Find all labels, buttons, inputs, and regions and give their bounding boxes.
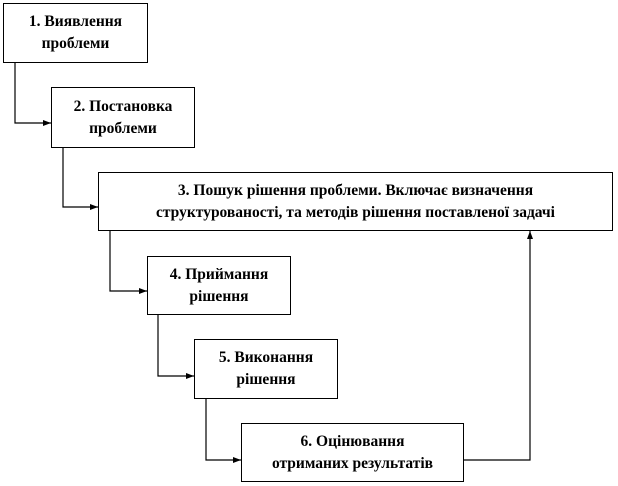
step-4-box: 4. Приймання рішення: [147, 256, 291, 315]
step-3-line1: 3. Пошук рішення проблеми. Включає визна…: [177, 181, 534, 199]
arrow-5-to-6: [205, 398, 241, 463]
arrow-6-to-3-feedback: [463, 231, 533, 461]
step-6-line2: отриманих результатів: [271, 454, 434, 472]
step-6-box: 6. Оцінювання отриманих результатів: [241, 423, 464, 482]
arrow-2-to-3: [62, 147, 98, 210]
arrow-3-to-4: [109, 230, 147, 294]
arrow-1-to-2: [14, 62, 51, 126]
step-4-line2: рішення: [189, 287, 249, 305]
step-4-line1: 4. Приймання: [169, 265, 269, 283]
step-5-box: 5. Виконання рішення: [194, 339, 338, 399]
step-2-box: 2. Постановка проблеми: [51, 87, 195, 148]
step-5-line1: 5. Виконання: [218, 349, 314, 366]
step-2-line1: 2. Постановка: [73, 97, 173, 115]
step-1-box: 1. Виявлення проблеми: [3, 3, 148, 63]
step-1-line2: проблеми: [41, 35, 110, 52]
step-3-box: 3. Пошук рішення проблеми. Включає визна…: [98, 172, 613, 231]
step-5-line2: рішення: [236, 371, 296, 388]
step-3-line2: структурованості, та методів рішення пос…: [156, 203, 555, 221]
step-2-line2: проблеми: [89, 119, 157, 137]
step-6-line1: 6. Оцінювання: [300, 432, 405, 450]
arrow-4-to-5: [157, 314, 194, 379]
step-1-line1: 1. Виявлення: [28, 13, 123, 30]
